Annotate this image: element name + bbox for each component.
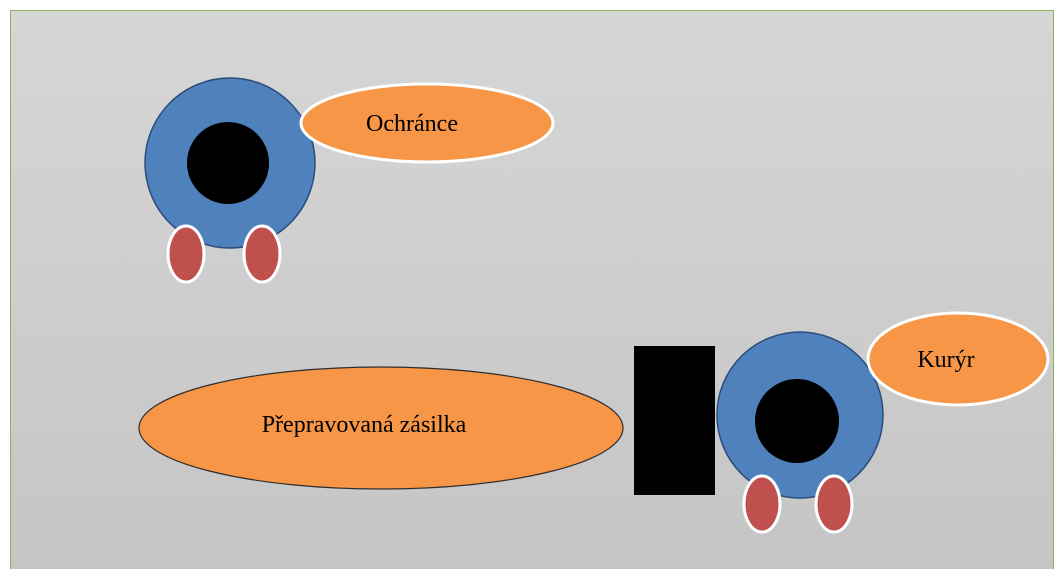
package-box [634,346,715,495]
guard-label: Ochránce [366,111,458,137]
courier-left-foot [742,474,782,534]
courier-head [755,379,839,463]
shipment-label: Přepravovaná zásilka [262,412,467,438]
courier-right-foot [814,474,854,534]
guard-right-foot [242,224,282,284]
courier-figure [716,331,884,534]
shipment-bubble: Přepravovaná zásilka [138,366,624,490]
courier-label: Kurýr [917,347,974,373]
courier-label-bubble: Kurýr [866,311,1050,407]
guard-left-foot [166,224,206,284]
guard-figure [144,77,316,284]
guard-label-bubble: Ochránce [299,82,555,164]
guard-head [187,122,269,204]
